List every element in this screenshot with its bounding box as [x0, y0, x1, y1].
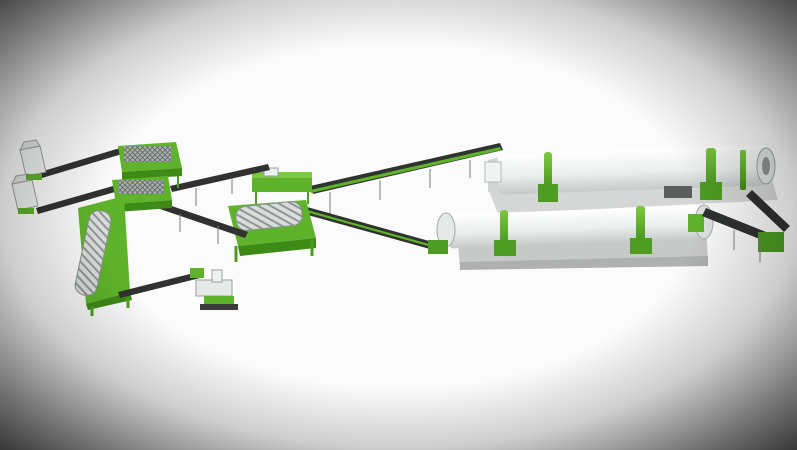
rotary-screener	[74, 196, 132, 316]
raw-material-hoppers	[11, 139, 47, 214]
mixer-unit	[252, 167, 312, 204]
cooler-feed-conveyor	[297, 205, 448, 254]
long-conveyor	[310, 143, 503, 214]
packing-conveyor	[118, 268, 204, 298]
